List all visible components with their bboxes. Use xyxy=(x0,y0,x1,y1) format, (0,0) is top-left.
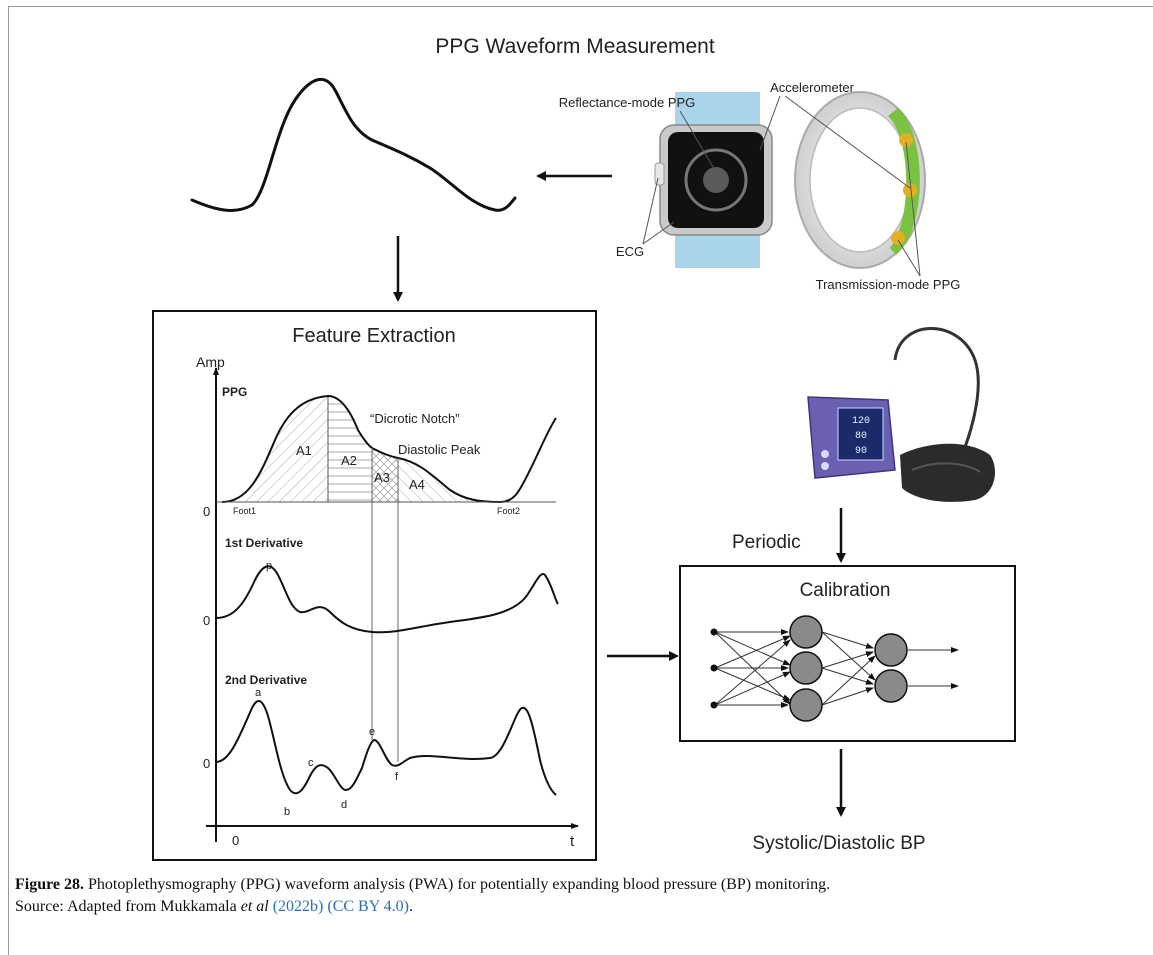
diastolic-peak-label: Diastolic Peak xyxy=(398,442,481,457)
dicrotic-notch-label: “Dicrotic Notch” xyxy=(370,411,460,426)
feature-extraction-title: Feature Extraction xyxy=(292,325,455,347)
figure-frame xyxy=(8,6,1153,955)
caption-etal: et al xyxy=(240,898,269,915)
point-f: f xyxy=(395,771,399,783)
device-labels: Reflectance-mode PPG Accelerometer ECG T… xyxy=(559,80,961,292)
bp-reading-1: 120 xyxy=(852,416,870,427)
point-d: d xyxy=(341,799,347,811)
caption-license-link[interactable]: (CC BY 4.0) xyxy=(327,898,410,915)
bp-monitor-icon: 120 80 90 xyxy=(807,327,995,502)
output-label: Systolic/Diastolic BP xyxy=(752,833,925,854)
x-zero-label: 0 xyxy=(232,833,239,848)
diagram: PPG Waveform Measurement Reflectance-mod… xyxy=(152,35,1016,861)
second-derivative-label: 2nd Derivative xyxy=(225,673,307,687)
foot2-label: Foot2 xyxy=(497,506,520,516)
caption-source-prefix: Source: Adapted from Mukkamala xyxy=(15,898,241,915)
point-e: e xyxy=(369,726,375,738)
area-a4: A4 xyxy=(409,477,425,492)
caption-text: Photoplethysmography (PPG) waveform anal… xyxy=(84,876,831,893)
first-derivative-zero: 0 xyxy=(203,613,210,628)
point-a: a xyxy=(255,687,262,699)
figure-caption: Figure 28. Photoplethysmography (PPG) wa… xyxy=(15,874,1135,918)
ppg-label: PPG xyxy=(222,385,247,399)
label-transmission-ppg: Transmission-mode PPG xyxy=(816,277,961,292)
amp-label: Amp xyxy=(196,354,225,370)
top-title: PPG Waveform Measurement xyxy=(435,35,714,58)
t-axis-label: t xyxy=(570,833,575,850)
second-derivative-zero: 0 xyxy=(203,756,210,771)
neural-network-icon xyxy=(710,615,959,722)
foot1-label: Foot1 xyxy=(233,506,256,516)
periodic-label: Periodic xyxy=(732,532,801,553)
calibration-box xyxy=(679,565,1016,742)
label-reflectance-ppg: Reflectance-mode PPG xyxy=(559,95,696,110)
ppg-sketch-waveform xyxy=(190,77,517,212)
label-accelerometer: Accelerometer xyxy=(770,80,854,95)
caption-end: . xyxy=(409,898,414,915)
ppg-waveform xyxy=(221,394,557,504)
point-c: c xyxy=(308,757,314,769)
caption-label: Figure 28. xyxy=(15,876,85,893)
ring-icon xyxy=(794,91,926,269)
area-a3: A3 xyxy=(374,470,390,485)
caption-year-link[interactable]: (2022b) xyxy=(272,898,324,915)
first-derivative-label: 1st Derivative xyxy=(225,536,303,550)
bp-reading-2: 80 xyxy=(855,431,867,442)
smartwatch-icon xyxy=(654,92,773,268)
feature-extraction-box xyxy=(152,310,597,861)
label-ecg: ECG xyxy=(616,244,644,259)
area-a2: A2 xyxy=(341,453,357,468)
point-b: b xyxy=(284,806,290,818)
area-a1: A1 xyxy=(296,443,312,458)
ppg-zero: 0 xyxy=(203,504,210,519)
first-derivative-waveform xyxy=(215,565,559,634)
second-derivative-waveform xyxy=(215,700,557,796)
bp-reading-3: 90 xyxy=(855,446,867,457)
calibration-title: Calibration xyxy=(800,580,891,601)
